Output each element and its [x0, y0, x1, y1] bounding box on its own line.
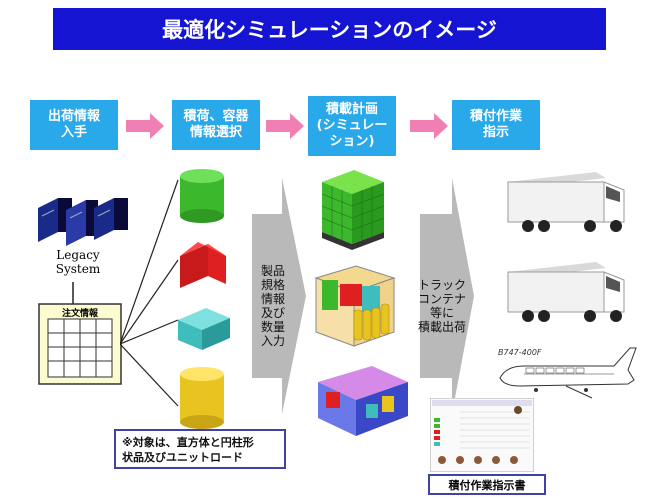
server-rack-icon — [38, 198, 128, 246]
legacy-system-label: Legacy System — [55, 248, 101, 276]
input-process-label: 製品 規格 情報 及び 数量 入力 — [260, 264, 285, 348]
yellow-cylinder-icon — [180, 367, 224, 429]
red-box-icon — [180, 242, 226, 288]
pallet-stack-icon — [321, 170, 385, 250]
step-cargo-selection: 積荷、容器 情報選択 — [172, 100, 260, 150]
flow-arrow-icon — [266, 113, 304, 139]
scope-note: ※対象は、直方体と円柱形 状品及びユニットロード — [114, 429, 286, 469]
flow-arrow-icon — [126, 113, 164, 139]
input-process-arrow — [252, 178, 306, 414]
container-load-icon — [314, 265, 396, 347]
teal-box-icon — [178, 308, 230, 350]
truck-icon — [507, 262, 625, 322]
green-cylinder-icon — [180, 169, 224, 223]
step-shipping-info: 出荷情報 入手 — [30, 100, 118, 150]
step-label: 積付作業 指示 — [469, 109, 522, 140]
order-info-label: 注文情報 — [61, 309, 98, 319]
instruction-sheet-label: 積付作業指示書 — [428, 474, 546, 495]
aircraft-label: B747-400F — [498, 348, 542, 357]
connector-line — [72, 282, 74, 306]
flow-arrow-icon — [410, 113, 448, 139]
truck-icon — [507, 172, 625, 232]
step-label: 積載計画 (シミュレー ション) — [316, 102, 388, 149]
shipping-process-arrow — [420, 178, 474, 414]
page-title: 最適化シミュレーションのイメージ — [53, 8, 606, 50]
fan-out-lines — [120, 179, 179, 407]
step-label: 積荷、容器 情報選択 — [183, 109, 249, 140]
aircraft-icon — [499, 347, 637, 399]
step-load-planning: 積載計画 (シミュレー ション) — [308, 96, 396, 156]
instruction-sheet-screenshot — [430, 398, 534, 472]
shipping-process-label: トラック コンテナ 等に 積載出荷 — [417, 278, 466, 334]
step-label: 出荷情報 入手 — [47, 109, 100, 140]
order-document-icon — [38, 303, 122, 385]
step-loading-instruction: 積付作業 指示 — [452, 100, 540, 150]
truck-load-icon — [318, 366, 408, 436]
